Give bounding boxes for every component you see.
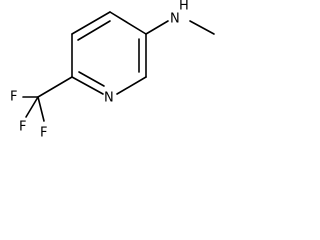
fluorine-bottom-left-label: F bbox=[19, 120, 26, 135]
ring-bond-c3-c4 bbox=[109, 11, 147, 35]
structure-canvas: N N H F F F bbox=[0, 0, 217, 148]
ring-nitrogen-label: N bbox=[104, 91, 114, 106]
amine-hydrogen-label: H bbox=[179, 0, 189, 14]
bond-c6-cf3 bbox=[37, 76, 73, 98]
ring-bond-c2-c3 bbox=[71, 11, 111, 35]
bond-cf3-f2 bbox=[25, 96, 39, 118]
bond-c4-nh bbox=[145, 20, 169, 35]
bond-cf3-f3 bbox=[37, 96, 45, 122]
molecule-structure: N N H F F F bbox=[10, 0, 215, 141]
fluorine-left-label: F bbox=[10, 90, 17, 105]
ring-bond-c5-c6 bbox=[116, 76, 147, 95]
amine-nitrogen-label: N bbox=[170, 12, 180, 27]
ring-double-bond-n1-c6-inner bbox=[78, 71, 105, 87]
ring-bond-c6-n1 bbox=[71, 76, 104, 95]
ring-double-bond-c2-c3-inner bbox=[77, 20, 111, 41]
fluorine-bottom-right-label: F bbox=[40, 126, 47, 141]
bond-nh-methyl bbox=[189, 20, 215, 35]
